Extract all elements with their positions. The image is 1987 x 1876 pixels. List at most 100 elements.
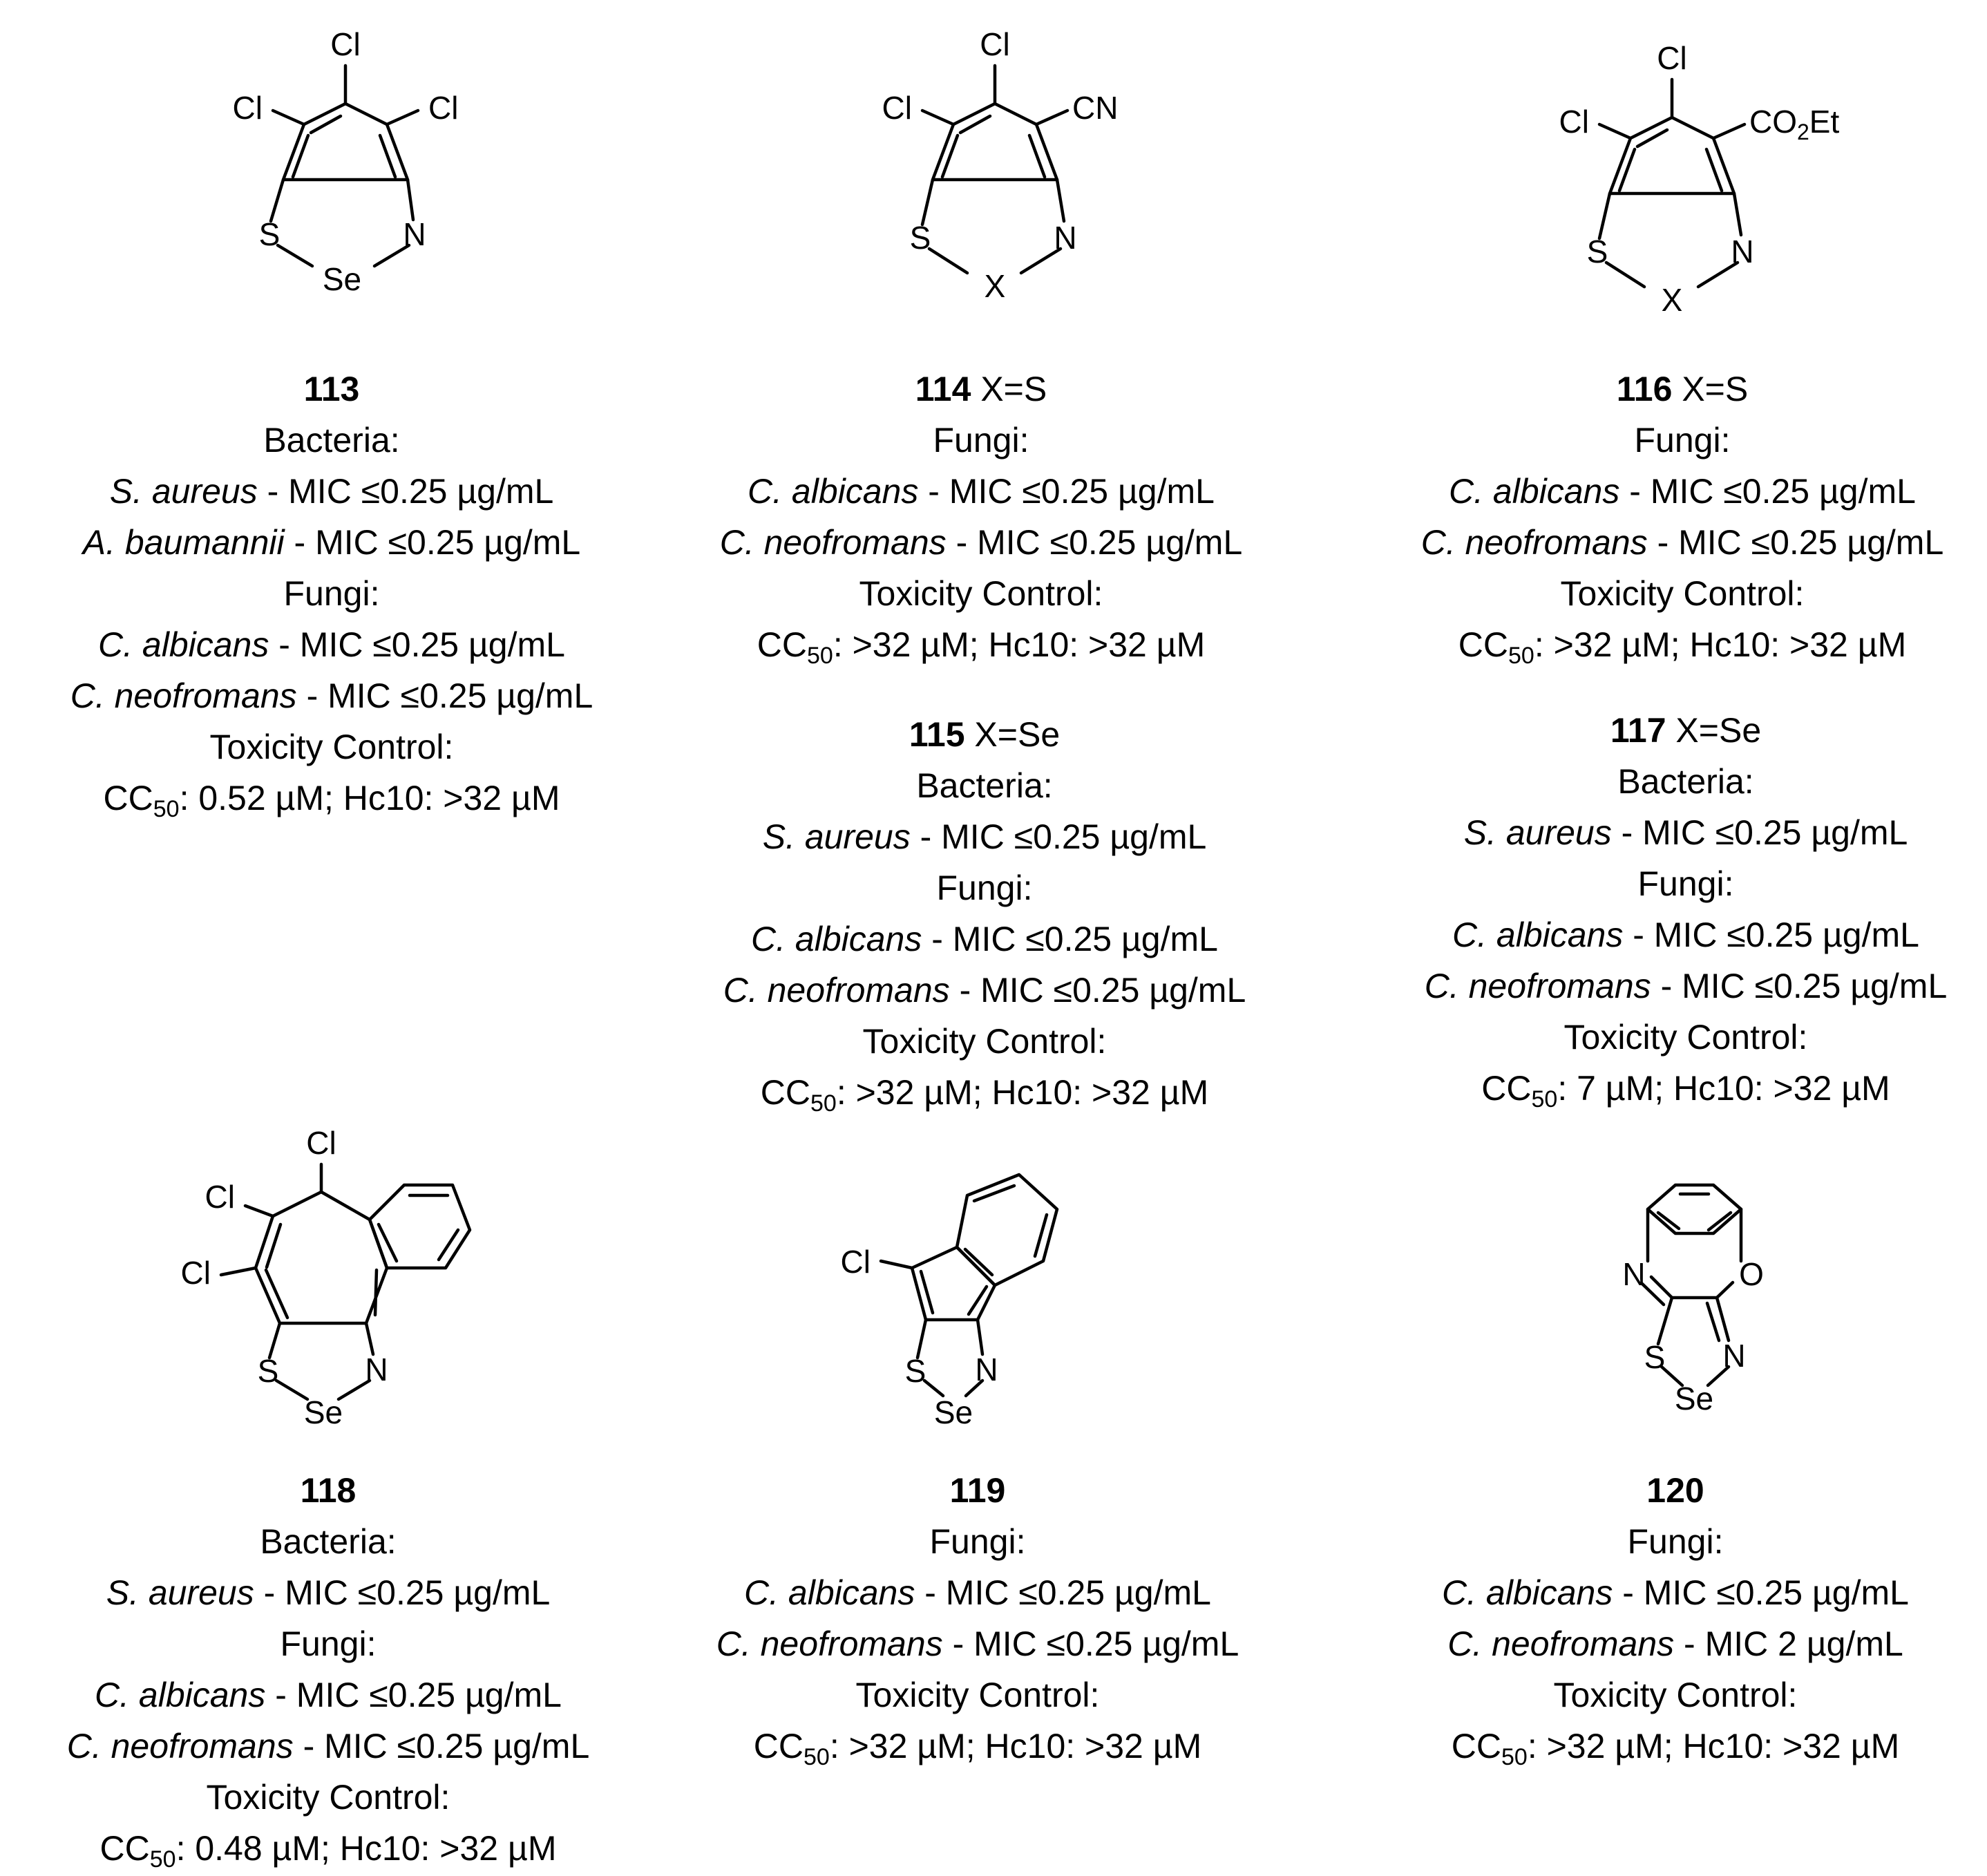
section-heading: Fungi:	[1627, 1522, 1724, 1561]
compound-title: 120	[1365, 1465, 1986, 1516]
atom-x: X	[985, 268, 1006, 304]
toxicity-line: CC50: >32 µM; Hc10: >32 µM	[674, 1067, 1295, 1118]
mic-value: - MIC ≤0.25 µg/mL	[1621, 813, 1908, 852]
mic-value: - MIC ≤0.25 µg/mL	[278, 625, 565, 664]
bond-double	[1704, 147, 1724, 193]
mic-line: C. albicans - MIC ≤0.25 µg/mL	[1371, 466, 1987, 517]
bond-double	[437, 1228, 460, 1262]
toxicity-line: CC50: 7 µM; Hc10: >32 µM	[1375, 1063, 1987, 1114]
atom-se: Se	[1675, 1381, 1713, 1417]
atom-cl: Cl	[428, 90, 458, 126]
mic-line: C. neofromans - MIC ≤0.25 µg/mL	[670, 517, 1292, 568]
bond	[1715, 1280, 1735, 1300]
mic-value: - MIC ≤0.25 µg/mL	[267, 472, 554, 511]
section-heading: Toxicity Control:	[855, 1676, 1100, 1714]
mic-line: C. albicans - MIC ≤0.25 µg/mL	[667, 1567, 1289, 1618]
bond-double	[373, 1268, 379, 1317]
mic-value: - MIC ≤0.25 µg/mL	[306, 676, 593, 715]
bond-double	[1640, 1282, 1666, 1307]
bond-cn	[1034, 108, 1069, 126]
bond	[1732, 191, 1743, 237]
bond-double	[291, 133, 310, 179]
bond-double	[265, 1222, 283, 1269]
species-name: A. baumannii	[82, 523, 285, 562]
atom-co2et: CO2Et	[1749, 104, 1839, 144]
cc-subscript: 50	[1531, 1086, 1558, 1112]
bond	[1706, 1365, 1731, 1387]
atom-n: N	[975, 1352, 998, 1387]
bond-double	[1706, 1211, 1733, 1232]
bond	[964, 1378, 985, 1398]
atom-s: S	[1644, 1339, 1666, 1375]
bond-double	[1617, 147, 1637, 193]
compound-number: 118	[300, 1471, 356, 1510]
bond-double	[1027, 133, 1047, 179]
cc-subscript: 50	[810, 1090, 837, 1117]
cc-subscript: 50	[803, 1744, 830, 1770]
mic-line: A. baumannii - MIC ≤0.25 µg/mL	[21, 517, 643, 568]
bond	[1649, 1275, 1674, 1300]
mic-value: - MIC ≤0.25 µg/mL	[263, 1573, 551, 1612]
structure-120: N O S N Se	[1622, 1183, 1764, 1417]
toxicity-line: CC50: >32 µM; Hc10: >32 µM	[667, 1721, 1289, 1772]
section-heading: Toxicity Control:	[862, 1022, 1107, 1061]
bond	[276, 243, 314, 268]
bond	[1604, 260, 1646, 289]
bond-cl	[219, 1266, 258, 1277]
x-substituent-label: X=S	[1682, 370, 1749, 408]
cc-subscript: 50	[153, 796, 180, 822]
bond-double	[309, 114, 343, 135]
section-heading: Bacteria:	[916, 766, 1053, 805]
mic-line: C. neofromans - MIC ≤0.25 µg/mL	[1371, 517, 1987, 568]
bond	[922, 1378, 945, 1398]
bond-benzene	[368, 1183, 472, 1270]
bond	[1055, 178, 1066, 223]
species-name: C. albicans	[748, 472, 919, 511]
bond-cl	[243, 1204, 275, 1218]
species-name: C. albicans	[1449, 472, 1620, 511]
bond	[920, 178, 935, 227]
bond-double	[1705, 1301, 1721, 1343]
atom-s: S	[259, 216, 281, 252]
compound-number: 113	[303, 370, 360, 408]
atom-cl: Cl	[841, 1244, 871, 1280]
bond	[267, 1321, 282, 1360]
atom-cn: CN	[1072, 90, 1118, 126]
mic-line: S. aureus - MIC ≤0.25 µg/mL	[674, 811, 1295, 862]
bond-double	[963, 1247, 994, 1277]
atom-s: S	[905, 1353, 926, 1389]
mic-value: - MIC ≤0.25 µg/mL	[275, 1676, 562, 1714]
atom-cl: Cl	[980, 26, 1009, 62]
bond-double	[1635, 128, 1669, 149]
compound-number: 114	[915, 370, 971, 408]
bond	[1715, 1296, 1731, 1343]
mic-line: C. albicans - MIC ≤0.25 µg/mL	[1375, 909, 1987, 960]
bond-benzene	[955, 1173, 1059, 1287]
cc-label: CC	[760, 1073, 810, 1112]
atom-n: N	[1054, 220, 1076, 256]
bond-ring	[281, 102, 410, 182]
species-name: C. neofromans	[719, 523, 947, 562]
atom-cl: Cl	[1559, 104, 1589, 140]
section-heading: Fungi:	[1637, 864, 1734, 903]
atom-cl: Cl	[205, 1179, 235, 1215]
toxicity-line: CC50: >32 µM; Hc10: >32 µM	[670, 619, 1292, 670]
bond-ring	[931, 102, 1059, 182]
mic-line: C. albicans - MIC ≤0.25 µg/mL	[670, 466, 1292, 517]
toxicity-values: : >32 µM; Hc10: >32 µM	[1527, 1727, 1900, 1765]
mic-value: - MIC ≤0.25 µg/mL	[1629, 472, 1916, 511]
mic-value: - MIC ≤0.25 µg/mL	[924, 1573, 1211, 1612]
bond	[1597, 191, 1612, 240]
compound-number: 117	[1610, 711, 1666, 750]
section-heading: Toxicity Control:	[859, 574, 1103, 613]
bond	[269, 178, 285, 223]
toxicity-line: CC50: >32 µM; Hc10: >32 µM	[1365, 1721, 1986, 1772]
bond-double	[1033, 1213, 1049, 1258]
bond-cl	[1597, 122, 1633, 140]
mic-line: C. neofromans - MIC ≤0.25 µg/mL	[1375, 960, 1987, 1012]
cc-label: CC	[757, 625, 807, 664]
section-heading: Fungi:	[1634, 421, 1731, 459]
